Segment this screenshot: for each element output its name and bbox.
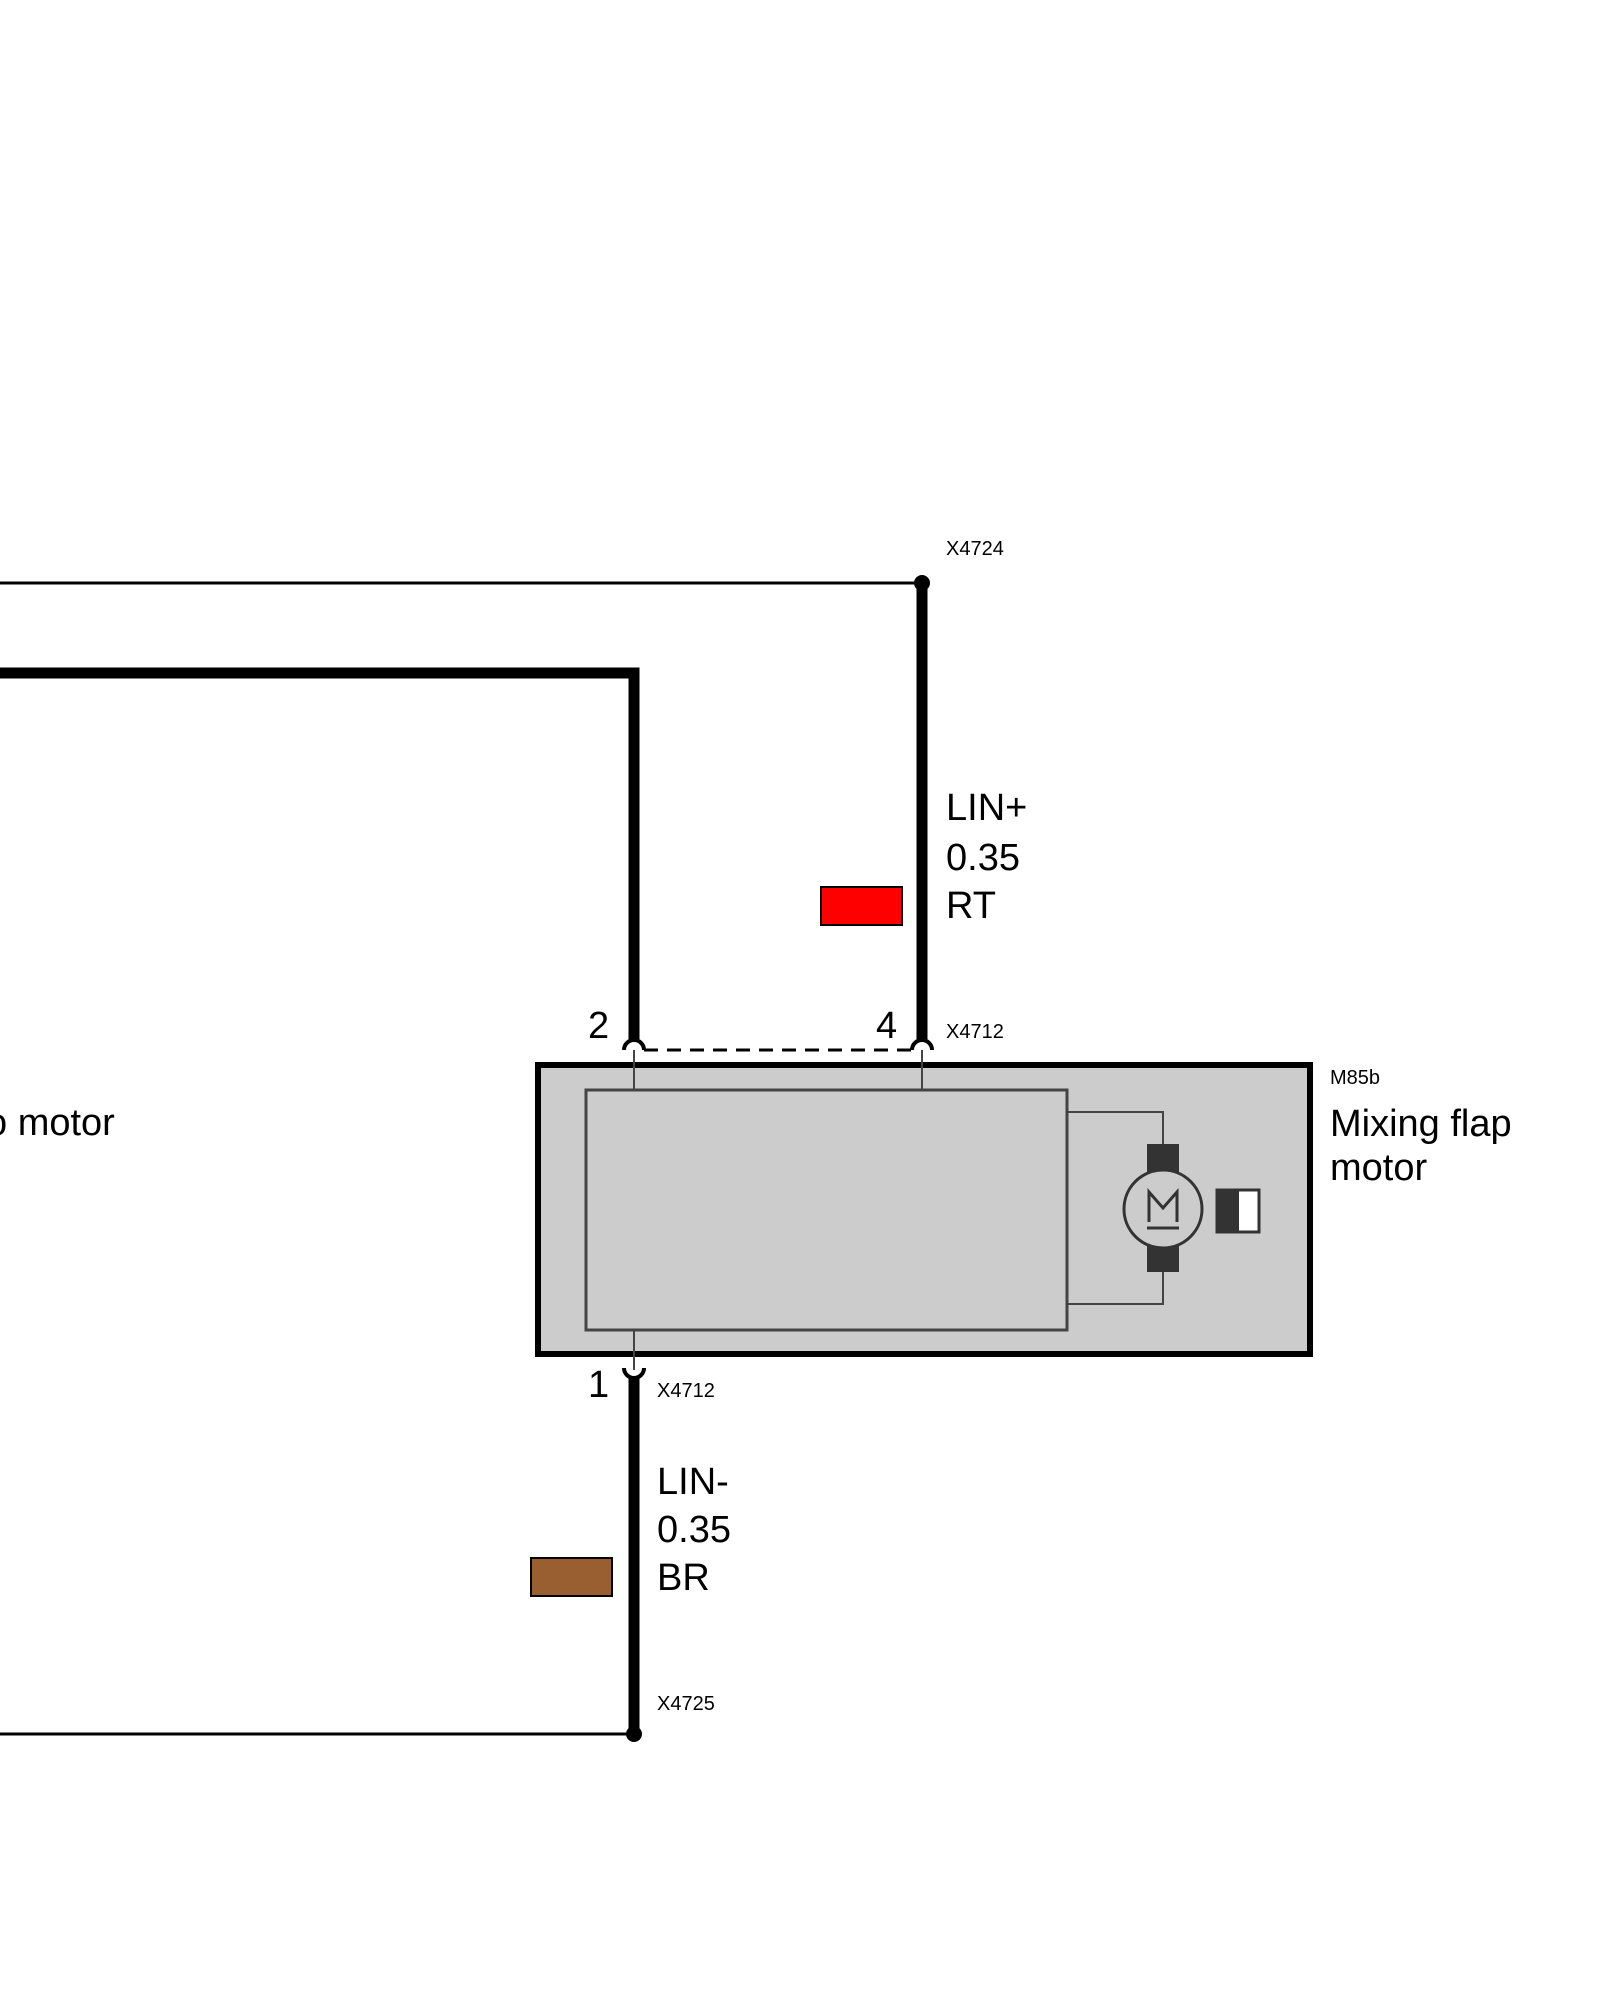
connector-label-x4724: X4724: [946, 538, 1004, 560]
connector-label-x4725: X4725: [657, 1693, 715, 1715]
lin-plus-signal: LIN+: [946, 787, 1027, 829]
component-name-line1: Mixing flap: [1330, 1103, 1512, 1145]
control-unit-box: [584, 1088, 1069, 1332]
component-name-line2: motor: [1330, 1147, 1427, 1189]
position-sensor-fill: [1217, 1190, 1239, 1232]
left-partial-component-label: o motor: [0, 1102, 115, 1144]
pin-label-4: 4: [876, 1005, 897, 1047]
pin-2-contact: [622, 1038, 646, 1051]
lin-minus-signal: LIN-: [657, 1461, 729, 1503]
splice-dot-bottom: [626, 1726, 642, 1742]
component-id: M85b: [1330, 1067, 1380, 1089]
connector-label-x4712-bottom: X4712: [657, 1380, 715, 1402]
connector-label-x4712-top: X4712: [946, 1021, 1004, 1043]
wire-pin-2: [0, 667, 640, 1040]
motor-lead-top: [1067, 1111, 1164, 1144]
motor-m-glyph: [1147, 1188, 1179, 1222]
pin-label-2: 2: [588, 1005, 609, 1047]
lin-plus-gauge: 0.35: [946, 837, 1020, 879]
lin-minus-gauge: 0.35: [657, 1509, 731, 1551]
motor-lead-bottom: [1067, 1272, 1164, 1305]
pin-4-contact: [910, 1038, 934, 1051]
pin-label-1: 1: [588, 1364, 609, 1406]
lin-plus-color-swatch: [820, 886, 903, 926]
lin-minus-color-swatch: [530, 1557, 613, 1597]
lin-minus-color-code: BR: [657, 1557, 710, 1599]
lin-plus-color-code: RT: [946, 885, 996, 927]
